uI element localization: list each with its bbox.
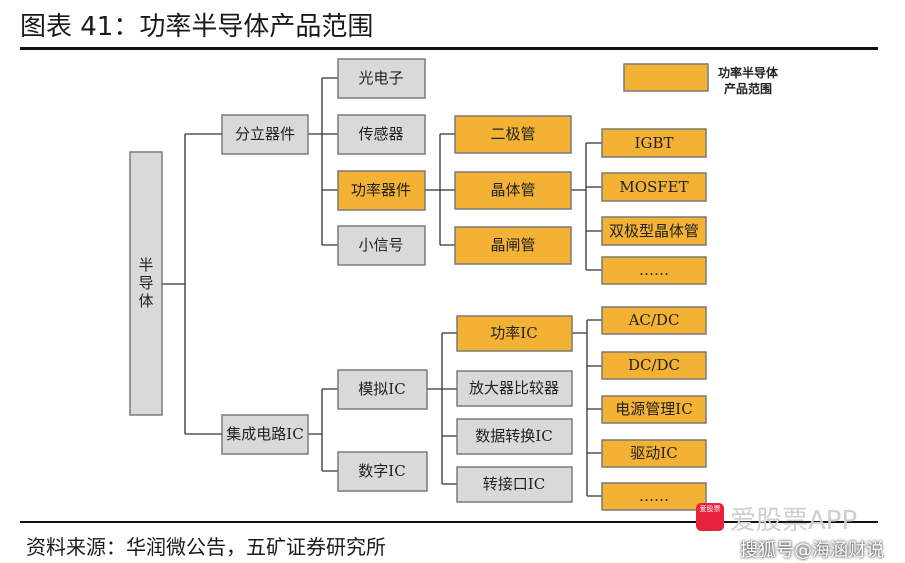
node-pmic-label: 电源管理IC	[615, 400, 692, 418]
node-igbt-label: IGBT	[635, 134, 674, 152]
node-ic: 集成电路IC	[221, 414, 309, 455]
node-mosfet: MOSFET	[601, 172, 707, 202]
legend-label-line1: 功率半导体	[718, 65, 779, 80]
node-amplifier-label: 放大器比较器	[469, 379, 559, 397]
node-transistor: 晶体管	[454, 171, 572, 210]
node-analog-ic: 模拟IC	[337, 369, 428, 410]
node-bjt-label: 双极型晶体管	[609, 222, 699, 240]
node-digital-ic-label: 数字IC	[358, 462, 405, 480]
node-small-signal-label: 小信号	[358, 236, 403, 254]
node-power-ic-more: ……	[601, 482, 707, 511]
node-thyristor: 晶闸管	[454, 226, 572, 265]
node-digital-ic: 数字IC	[337, 451, 428, 492]
node-amplifier: 放大器比较器	[456, 370, 573, 407]
legend-swatch	[623, 63, 709, 92]
watermark-logo-icon: 爱股票	[696, 503, 724, 531]
node-dcdc: DC/DC	[601, 351, 707, 380]
title-divider	[20, 47, 878, 50]
node-data-converter: 数据转换IC	[456, 418, 573, 455]
node-transistor-more: ……	[601, 256, 707, 285]
node-igbt: IGBT	[601, 128, 707, 158]
node-driver: 驱动IC	[601, 439, 707, 468]
node-sensor-label: 传感器	[358, 125, 403, 143]
page-title: 图表 41：功率半导体产品范围	[20, 12, 374, 42]
node-acdc: AC/DC	[601, 306, 707, 335]
watermark-account: 搜狐号@海涵财说	[740, 540, 884, 561]
node-sensor: 传感器	[337, 114, 426, 155]
node-data-converter-label: 数据转换IC	[475, 427, 552, 445]
source-note: 资料来源：华润微公告，五矿证券研究所	[26, 535, 386, 559]
node-transistor-label: 晶体管	[490, 181, 535, 199]
node-power-device-label: 功率器件	[351, 181, 411, 199]
node-optoelectronic-label: 光电子	[358, 69, 403, 87]
node-power-ic-label: 功率IC	[490, 324, 537, 342]
node-small-signal: 小信号	[337, 225, 426, 266]
node-optoelectronic: 光电子	[337, 58, 426, 99]
node-interface-label: 转接口IC	[483, 475, 545, 493]
node-interface: 转接口IC	[456, 466, 573, 503]
node-power-ic-more-label: ……	[639, 487, 669, 505]
legend-label-line2: 产品范围	[724, 81, 772, 96]
node-analog-ic-label: 模拟IC	[358, 380, 405, 398]
node-semiconductor: 半 导 体	[129, 151, 163, 416]
node-discrete: 分立器件	[221, 114, 309, 155]
node-pmic: 电源管理IC	[601, 395, 707, 424]
node-transistor-more-label: ……	[639, 261, 669, 279]
connectors	[162, 77, 602, 497]
node-power-ic: 功率IC	[456, 315, 573, 352]
footer-divider	[20, 521, 878, 523]
node-acdc-label: AC/DC	[628, 311, 680, 329]
node-bjt: 双极型晶体管	[601, 216, 707, 246]
node-discrete-label: 分立器件	[235, 125, 295, 143]
node-semiconductor-label-3: 体	[138, 292, 153, 310]
node-diode: 二极管	[454, 115, 572, 154]
node-semiconductor-label-1: 半	[138, 256, 153, 274]
node-thyristor-label: 晶闸管	[490, 236, 535, 254]
node-diode-label: 二极管	[490, 125, 535, 143]
node-semiconductor-label-2: 导	[138, 274, 153, 292]
node-mosfet-label: MOSFET	[619, 178, 688, 196]
node-ic-label: 集成电路IC	[226, 425, 303, 443]
node-dcdc-label: DC/DC	[628, 356, 680, 374]
node-driver-label: 驱动IC	[630, 444, 677, 462]
watermark-text: 爱股票APP	[730, 506, 858, 536]
node-power-device: 功率器件	[337, 170, 426, 211]
